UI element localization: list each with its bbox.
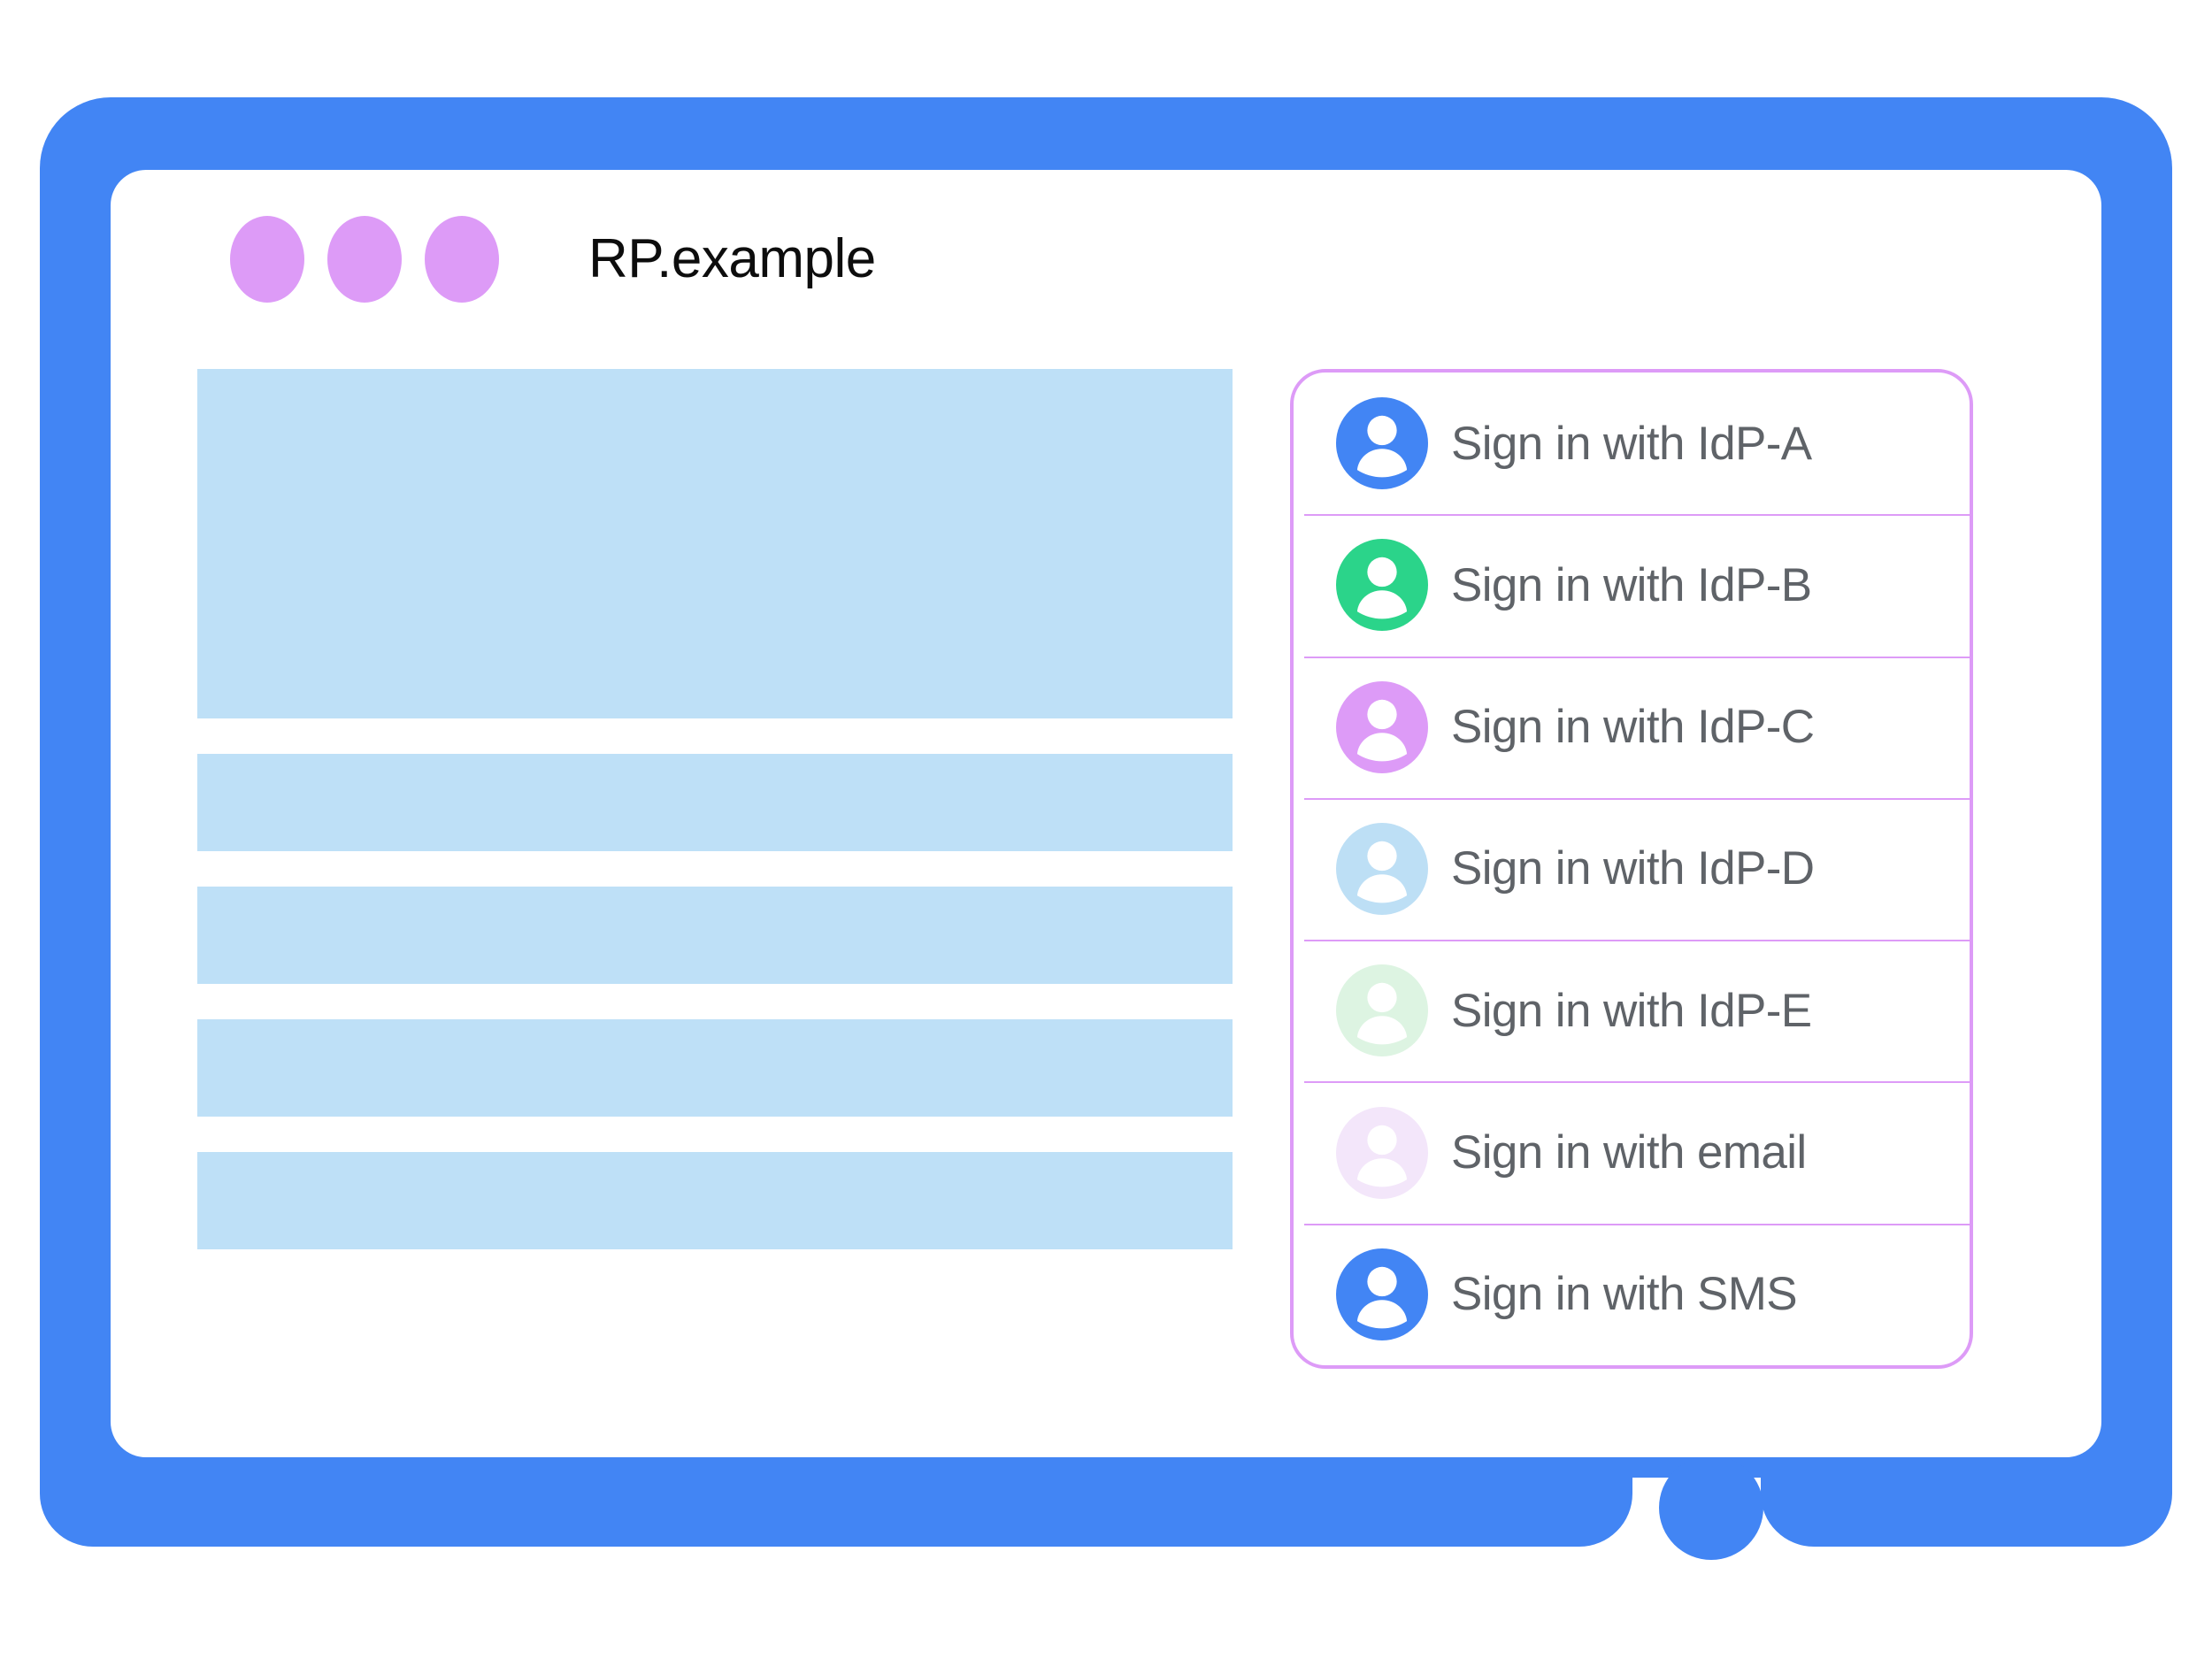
window-dot-2[interactable] [327, 216, 402, 303]
account-avatar-icon [1336, 539, 1428, 632]
device-bezel-bottom-right [1761, 1442, 2172, 1547]
content-placeholder-line-3 [197, 1019, 1233, 1117]
signin-option-idp-e[interactable]: Sign in with IdP-E [1294, 940, 1973, 1081]
account-avatar-icon [1336, 964, 1428, 1057]
signin-option-idp-d[interactable]: Sign in with IdP-D [1294, 797, 1973, 940]
content-placeholder-line-1 [197, 754, 1233, 851]
content-placeholder-line-2 [197, 887, 1233, 984]
page-content-placeholders [197, 170, 1233, 1457]
page-title: RP.example [588, 228, 876, 289]
signin-option-label: Sign in with IdP-D [1451, 842, 1815, 895]
account-avatar-icon [1336, 1248, 1428, 1340]
account-avatar-icon [1336, 680, 1428, 773]
window-dot-1[interactable] [230, 216, 304, 303]
signin-option-sms[interactable]: Sign in with SMS [1294, 1223, 1973, 1365]
signin-option-label: Sign in with IdP-E [1451, 984, 1812, 1037]
signin-option-label: Sign in with IdP-B [1451, 558, 1812, 611]
signin-option-email[interactable]: Sign in with email [1294, 1081, 1973, 1223]
account-avatar-icon [1336, 397, 1428, 490]
signin-option-idp-b[interactable]: Sign in with IdP-B [1294, 514, 1973, 656]
signin-option-label: Sign in with SMS [1451, 1268, 1798, 1321]
account-avatar-icon [1336, 1106, 1428, 1199]
window-dot-3[interactable] [425, 216, 499, 303]
device-bezel-bottom-left [40, 1442, 1632, 1547]
signin-option-idp-c[interactable]: Sign in with IdP-C [1294, 656, 1973, 798]
signin-option-label: Sign in with IdP-A [1451, 417, 1812, 470]
signin-option-idp-a[interactable]: Sign in with IdP-A [1294, 373, 1970, 514]
signin-option-label: Sign in with email [1451, 1126, 1807, 1179]
content-placeholder-line-4 [197, 1152, 1233, 1249]
account-avatar-icon [1336, 822, 1428, 915]
signin-options-list: Sign in with IdP-A Sign in with IdP-B Sign… [1294, 373, 1973, 1365]
account-chooser-dialog: Sign in with IdP-A Sign in with IdP-B Sign… [1290, 369, 1973, 1369]
content-placeholder-hero [197, 369, 1233, 718]
signin-option-label: Sign in with IdP-C [1451, 701, 1815, 754]
browser-header: RP.example [111, 170, 2101, 347]
home-button[interactable] [1659, 1455, 1763, 1560]
